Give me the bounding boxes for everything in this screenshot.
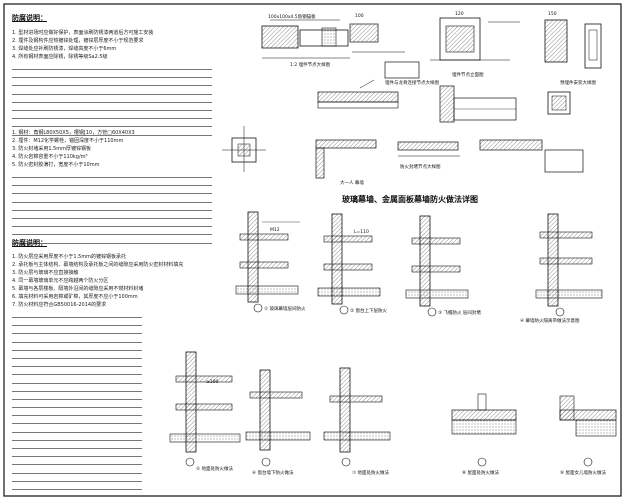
- section-detail-slab: [315, 139, 377, 179]
- note-block-upper: [12, 64, 212, 138]
- caption-top-2: 埋件与龙骨连接节点大样图: [385, 81, 439, 86]
- dim-label-7: ≥100: [206, 380, 219, 385]
- note-mid-3: 3. 防火封堵采用1.5mm厚镀锌钢板: [12, 146, 92, 152]
- top-detail-anchor: [430, 17, 520, 61]
- mid-detail-beam: [317, 79, 399, 109]
- dim-label-5: M12: [270, 228, 280, 233]
- detail-4: [535, 213, 603, 317]
- caption-top-4: 预埋件安装大样图: [560, 81, 596, 86]
- caption-detail-4: ④ 幕墙防火隔离带做法示意图: [520, 319, 580, 324]
- detail-9: [559, 395, 617, 467]
- note-mid-4: 4. 防火岩棉容重不小于110kg/m³: [12, 154, 88, 160]
- sheet-border: [3, 3, 622, 497]
- top-detail-embed-plate: [261, 19, 350, 59]
- note-bottom-3: 3. 防火层与玻璃不应直接接触: [12, 270, 79, 276]
- caption-top-3: 埋件节点立面图: [452, 73, 484, 78]
- caption-detail-6: ⑥ 窗台墙下防火做法: [252, 471, 294, 476]
- note-mid-5: 5. 防火密封胶满打，宽度不小于10mm: [12, 162, 100, 168]
- caption-detail-8: ⑧ 屋面处防火做法: [462, 471, 499, 476]
- note-bottom-4: 4. 同一幕墙玻璃单元不应跨越两个防火分区: [12, 278, 109, 284]
- waterproof-title: 防腐说明：: [12, 239, 47, 247]
- caption-detail-5: ⑤ 地面处防火做法: [196, 467, 233, 472]
- note-top-3: 3. 焊缝处应补刷防锈漆，焊缝高度不小于6mm: [12, 46, 117, 52]
- note-top-1: 1. 型材进场时应做好保护，表面涂刷防锈漆两道后方可施工安装: [12, 30, 154, 36]
- top-detail-bracket: [349, 23, 420, 79]
- note-top-4: 4. 所有钢材表面应除锈，除锈等级Sa2.5级: [12, 54, 108, 60]
- plan-detail-left: [222, 126, 266, 172]
- caption-detail-1: ① 玻璃幕墙层间防火: [264, 307, 306, 312]
- note-block-lower: [12, 312, 142, 492]
- detail-1: [235, 211, 300, 313]
- caption-detail-2: ② 窗台上下层防火: [350, 309, 387, 314]
- detail-3: [405, 215, 469, 317]
- dim-label-3: 120: [455, 12, 464, 17]
- caption-detail-9: ⑨ 屋面女儿墙防火做法: [560, 471, 606, 476]
- note-mid-1: 1. 钢材：角钢L80X50X5，槽钢[10，方管□60X40X3: [12, 130, 135, 136]
- top-detail-embedded-part: [544, 19, 602, 69]
- caption-mid-2: 防火封堵节点大样图: [400, 165, 441, 170]
- detail-6: [245, 369, 311, 467]
- section-detail-seal: [397, 141, 460, 157]
- note-block-middle: [12, 172, 212, 246]
- note-bottom-7: 7. 防火材料应符合GB50016-2014的要求: [12, 302, 107, 308]
- caption-top-1: 1:2 埋件节点大样图: [290, 63, 331, 68]
- detail-2: [317, 213, 381, 315]
- note-mid-2: 2. 埋件：M12化学螺栓，锚固深度不小于110mm: [12, 138, 124, 144]
- diagram-title: 玻璃幕墙、金属面板幕墙防火做法详图: [342, 195, 478, 204]
- note-bottom-6: 6. 填充材料可采用岩棉或矿棉，其厚度不应小于100mm: [12, 294, 138, 300]
- detail-5: [169, 351, 241, 467]
- dim-label-6: L=110: [354, 230, 369, 235]
- mid-detail-column-fix: [439, 85, 517, 123]
- dim-label-4: 150: [548, 12, 557, 17]
- note-bottom-2: 2. 承托板与主体结构、幕墙结构及承托板之间的缝隙应采用防火密封材料填充: [12, 262, 184, 268]
- caption-mid-1: 大一人 幕墙: [340, 181, 364, 186]
- note-bottom-5: 5. 幕墙与各层楼板、隔墙外沿间的缝隙应采用不燃材料封堵: [12, 286, 144, 292]
- caption-detail-7: ⑦ 地面处防火做法: [352, 471, 389, 476]
- anti-corrosion-title: 防腐说明：: [12, 14, 47, 22]
- detail-7: [323, 367, 391, 467]
- note-top-2: 2. 埋件及钢构件应热镀锌处理，镀锌层厚度不小于规范要求: [12, 38, 144, 44]
- section-detail-right: [479, 139, 584, 173]
- caption-detail-3: ③ 飞檐防火 层间封堵: [438, 311, 481, 316]
- mid-detail-embed-plan: [547, 91, 571, 115]
- dim-label-1: 100x100x4.5角钢锚板: [268, 15, 316, 20]
- note-bottom-1: 1. 防火层应采用厚度不小于1.5mm的镀锌钢板承托: [12, 254, 127, 260]
- dim-label-2: 100: [355, 14, 364, 19]
- detail-8: [451, 393, 517, 467]
